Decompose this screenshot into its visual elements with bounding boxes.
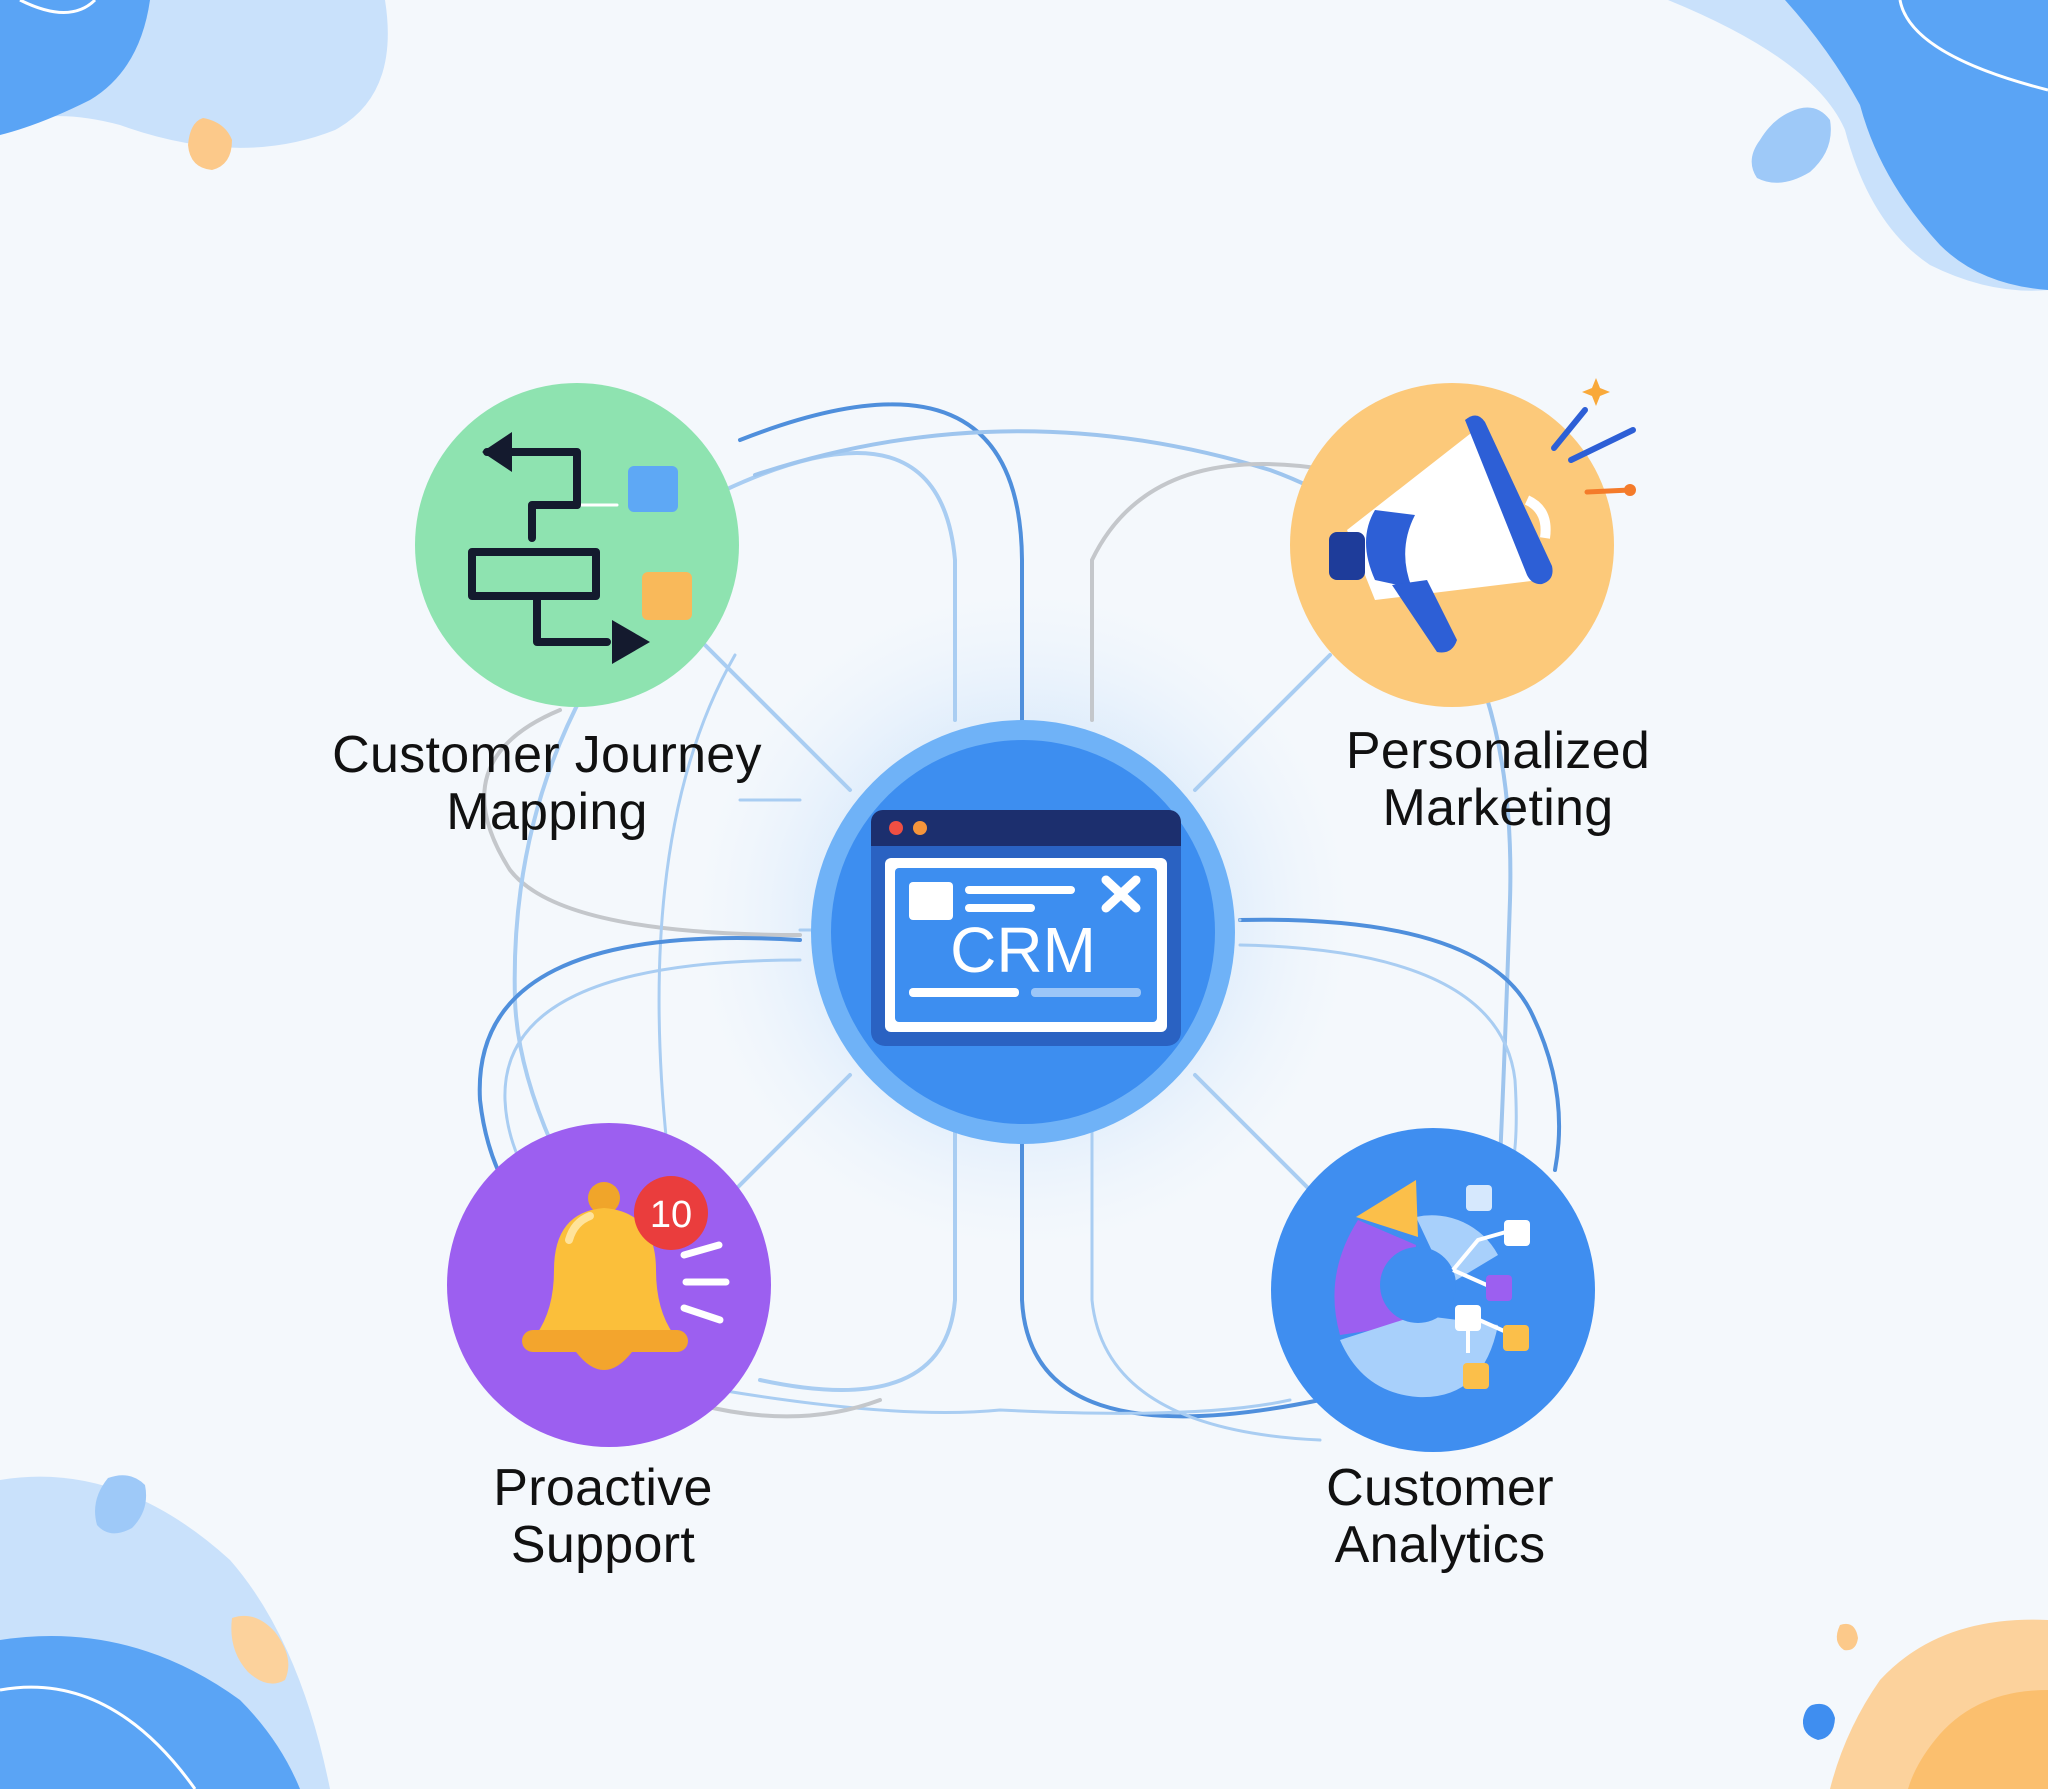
corner-blob-top-right — [1668, 0, 2048, 291]
label-line: Customer Journey — [332, 726, 762, 784]
label-line: Personalized — [1345, 722, 1651, 780]
label-proactive-support: Proactive Support — [323, 1460, 883, 1574]
node-customer-analytics[interactable] — [1268, 1125, 1598, 1455]
node-proactive-support[interactable] — [444, 1120, 774, 1450]
notification-badge: 10 — [634, 1176, 708, 1250]
node-personalized-marketing[interactable] — [1287, 378, 1636, 710]
label-line: Customer — [1326, 1459, 1554, 1517]
megaphone-icon — [1329, 415, 1553, 653]
notification-lines-icon — [680, 1241, 730, 1324]
label-customer-journey-mapping: Customer Journey Mapping — [267, 727, 827, 841]
node-customer-journey-mapping[interactable] — [412, 380, 742, 710]
bell-icon — [522, 1182, 688, 1370]
connector-lines — [477, 402, 1562, 1442]
label-line: Support — [510, 1516, 696, 1574]
flowchart-icon — [468, 448, 619, 646]
crm-hub[interactable]: CRM — [803, 712, 1243, 1152]
label-line: Analytics — [1334, 1516, 1546, 1574]
label-customer-analytics: Customer Analytics — [1160, 1460, 1720, 1574]
analytics-chart-icon — [1334, 1180, 1498, 1398]
corner-blob-top-left — [0, 0, 388, 170]
corner-blob-bottom-left — [0, 1475, 330, 1789]
crm-label: CRM — [950, 914, 1096, 986]
label-line: Marketing — [1382, 779, 1614, 837]
label-line: Proactive — [493, 1459, 713, 1517]
corner-blob-bottom-right — [1802, 1619, 2048, 1789]
node-graph-icon — [1451, 1185, 1530, 1389]
label-line: Mapping — [446, 783, 648, 841]
badge-count: 10 — [650, 1194, 692, 1236]
label-personalized-marketing: Personalized Marketing — [1218, 723, 1778, 837]
crm-window-icon — [871, 810, 1181, 1046]
